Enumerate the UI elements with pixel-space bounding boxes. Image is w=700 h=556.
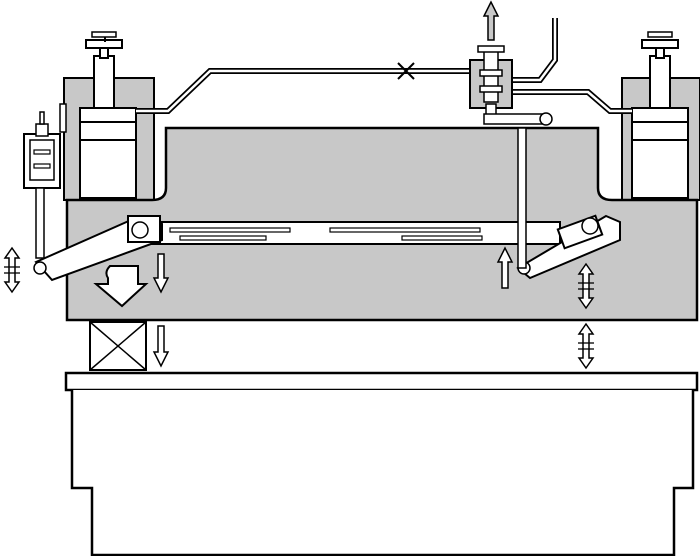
press-arrow-icon xyxy=(93,265,149,308)
up-arrow-icon xyxy=(496,246,514,289)
table-body xyxy=(70,390,695,556)
right-lever xyxy=(516,127,621,280)
down-arrow-icon xyxy=(152,253,170,294)
right-valve-block xyxy=(469,45,553,126)
table-top-plate xyxy=(64,371,699,392)
left-valve-block xyxy=(23,103,67,259)
right-cylinder xyxy=(621,31,700,201)
throttle-valve-icon xyxy=(397,62,415,80)
down-arrow-icon xyxy=(152,325,170,368)
up-arrow-icon xyxy=(482,0,500,41)
workpiece-box xyxy=(89,321,147,371)
hydraulic-lines xyxy=(136,18,632,114)
left-cylinder xyxy=(63,31,155,201)
double-arrow-icon xyxy=(3,247,21,293)
lower-table xyxy=(64,371,699,556)
torsion-bar xyxy=(149,221,561,245)
double-arrow-icon xyxy=(577,323,595,369)
left-lever xyxy=(33,214,163,282)
